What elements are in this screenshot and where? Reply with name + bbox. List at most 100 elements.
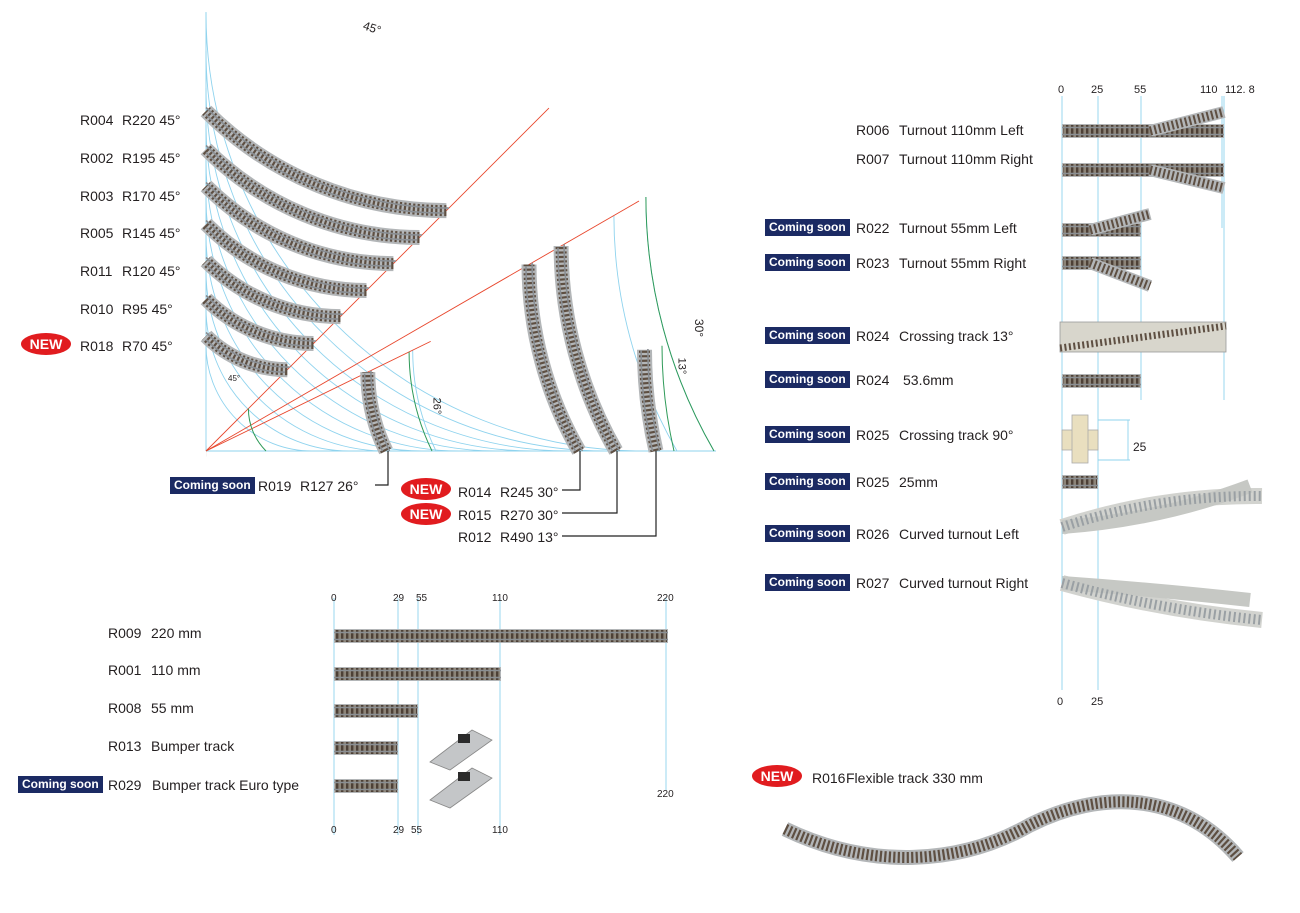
coming-soon-badge-r019: Coming soon — [170, 477, 255, 494]
turnout-r024-straight-code: R024 — [856, 372, 890, 388]
curve-track-r002-rail-inner — [205, 151, 418, 241]
straight-r009-spec: 220 mm — [151, 625, 202, 641]
curve-track-r014-ties — [523, 264, 584, 454]
curve-track-r019-rail-outer — [370, 370, 391, 452]
curve-r010-spec: R95 45° — [122, 301, 173, 317]
curve-track-r004-ballast — [200, 105, 447, 219]
straight-r001-spec: 110 mm — [151, 662, 201, 678]
straight-track-r029 — [334, 779, 398, 793]
curve-r005-code: R005 — [80, 225, 114, 241]
curve-r004-code: R004 — [80, 112, 114, 128]
bumper-illustration-1 — [429, 767, 493, 809]
curve-track-r005-rail-outer — [205, 219, 370, 289]
curved-turnout-r026-ties — [1060, 490, 1263, 532]
turnout-r025-crossing-spec: Crossing track 90° — [899, 427, 1014, 443]
curve-r019-spec: R127 26° — [300, 478, 359, 494]
curve-r012-code: R012 — [458, 529, 492, 545]
turnout-track-r007-main — [1062, 163, 1224, 177]
crossing-track-r024-straight — [1062, 374, 1141, 388]
curve-r002-code: R002 — [80, 150, 114, 166]
turnout-scale-bottom-0: 0 — [1057, 696, 1064, 708]
curve-r019-code: R019 — [258, 478, 292, 494]
turnout-scale-top-0: 0 — [1058, 84, 1065, 96]
turnout-r006-code: R006 — [856, 122, 890, 138]
straight-r013-code: R013 — [108, 738, 142, 754]
leader-line-2 — [562, 451, 618, 514]
coming-soon-badge-r025-straight: Coming soon — [765, 473, 850, 490]
straight-track-r013 — [334, 741, 398, 755]
curve-track-r003-rail-inner — [205, 188, 391, 267]
curve-r011-code: R011 — [80, 263, 113, 279]
coming-soon-badge-r025-crossing: Coming soon — [765, 426, 850, 443]
turnout-branch-ties-2 — [1088, 209, 1152, 235]
curve-track-r010 — [200, 293, 317, 351]
curved-turnout-r027-ties — [1060, 578, 1263, 625]
curve-track-r019 — [360, 370, 393, 455]
curve-track-r011-rail-outer — [205, 256, 343, 315]
curve-track-r005-rail-inner — [205, 226, 365, 294]
straight-scale-top-220: 220 — [657, 593, 674, 604]
curve-track-r012-rail-outer — [647, 348, 661, 452]
curve-track-r002-ballast — [200, 143, 420, 245]
turnout-scale-top-110: 110 — [1200, 84, 1218, 96]
curve-track-r002 — [200, 143, 423, 245]
curve-track-r015 — [553, 244, 623, 455]
turnout-r027-code: R027 — [856, 575, 890, 591]
curve-track-r002-ties — [202, 145, 420, 243]
curve-r012-spec: R490 13° — [500, 529, 559, 545]
curve-r011-spec: R120 45° — [122, 263, 181, 279]
turnout-r022-code: R022 — [856, 220, 890, 236]
curve-r010-code: R010 — [80, 301, 114, 317]
angle-ray-2 — [205, 341, 431, 452]
turnout-branch-ties-3 — [1088, 258, 1152, 291]
curve-track-r019-rail-inner — [363, 373, 384, 452]
straight-track-r001 — [334, 667, 501, 681]
curve-r003-spec: R170 45° — [122, 188, 181, 204]
crossing-90-cross — [1071, 414, 1089, 464]
bumper-block-0 — [458, 734, 470, 743]
curve-track-r011-ties — [202, 257, 341, 323]
curve-track-r002-rail-outer — [205, 144, 423, 236]
coming-soon-badge-r022: Coming soon — [765, 219, 850, 236]
curved-turnout-r027-ballast-b — [1061, 576, 1251, 607]
new-badge-r015: NEW — [401, 503, 451, 525]
curve-track-r014-rail-outer — [531, 262, 584, 452]
curve-r002-spec: R195 45° — [122, 150, 181, 166]
turnout-scale-top-112-8: 112. 8 — [1225, 84, 1255, 96]
curve-track-r010-rail-outer — [205, 294, 317, 342]
turnout-scale-top-25: 25 — [1091, 84, 1104, 96]
curve-track-r018-rail-outer — [205, 331, 290, 368]
curve-r014-code: R014 — [458, 484, 492, 500]
coming-soon-badge-r023: Coming soon — [765, 254, 850, 271]
curve-track-r003-ties — [202, 182, 394, 270]
curve-track-r018 — [200, 330, 290, 378]
curve-track-r012 — [636, 348, 664, 453]
turnout-r007-code: R007 — [856, 151, 890, 167]
turnout-r006-spec: Turnout 110mm Left — [899, 122, 1024, 138]
straight-r001-code: R001 — [108, 662, 142, 678]
straight-scale-top-110: 110 — [492, 593, 508, 604]
turnout-r027-spec: Curved turnout Right — [899, 575, 1029, 591]
turnout-track-r006-main — [1062, 124, 1224, 138]
turnout-r025-straight-spec: 25mm — [899, 474, 938, 490]
turnout-scale-bottom-25: 25 — [1091, 696, 1104, 708]
turnout-scale-top-55: 55 — [1134, 84, 1147, 96]
curve-track-r011-rail-inner — [205, 263, 338, 320]
curve-track-r010-rail-inner — [205, 301, 312, 347]
straight-track-r009 — [334, 629, 668, 643]
green-dim-45 — [247, 408, 267, 452]
straight-r013-spec: Bumper track — [151, 738, 235, 754]
straight-scale-top-0: 0 — [331, 593, 337, 604]
curve-track-r015-rail-outer — [563, 244, 621, 452]
flex-track-ballast — [781, 794, 1244, 865]
curve-track-r011 — [200, 255, 343, 325]
curve-r003-code: R003 — [80, 188, 114, 204]
turnout-r022-spec: Turnout 55mm Left — [899, 220, 1017, 236]
curve-track-r010-ties — [202, 295, 314, 349]
curve-track-r012-ties — [638, 349, 662, 453]
curve-track-r004-rail-inner — [205, 113, 444, 214]
coming-soon-badge-r027: Coming soon — [765, 574, 850, 591]
bumper-block-1 — [458, 772, 470, 781]
curve-r018-spec: R70 45° — [122, 338, 173, 354]
